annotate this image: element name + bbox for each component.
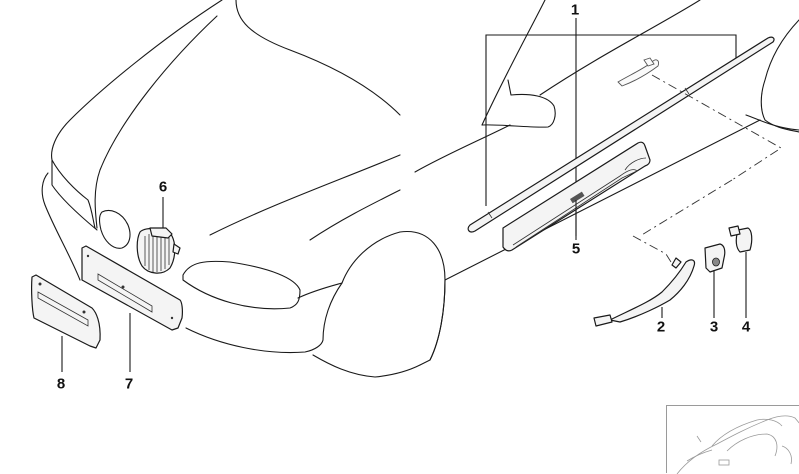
front-left-fender [41, 172, 81, 281]
plate-holder-part-8 [31, 274, 101, 349]
callout-1[interactable]: 1 [570, 1, 580, 19]
callout-6[interactable]: 6 [158, 178, 168, 196]
callout-8[interactable]: 8 [56, 375, 66, 393]
side-mirror [481, 79, 556, 128]
kidney-grille-part-6 [136, 227, 181, 274]
car-overview-icon [676, 415, 799, 474]
bracket-part-1 [485, 34, 737, 206]
door-handle-part-2 [593, 257, 696, 327]
front-bumper-right-edge [322, 282, 343, 341]
end-cap-part-4 [728, 225, 753, 253]
front-bumper-top [297, 282, 343, 299]
door-handle-ghost [617, 59, 659, 87]
callout-2[interactable]: 2 [656, 318, 666, 336]
callout-3[interactable]: 3 [709, 318, 719, 336]
hood-crease [94, 15, 218, 229]
callout-5[interactable]: 5 [571, 240, 581, 258]
left-kidney-outline [99, 209, 131, 249]
hood-front-lower [309, 189, 401, 241]
body-side-line [414, 124, 511, 173]
hood-outline [51, 0, 223, 161]
door-handle-ghost-tab [643, 57, 655, 67]
rocker-line [419, 119, 761, 366]
a-pillar [481, 0, 546, 126]
wheel-arch [399, 231, 446, 361]
overview-thumbnail[interactable] [666, 405, 799, 474]
assembly-line-handle-2 [632, 235, 672, 263]
side-molding-part-1 [467, 36, 775, 233]
lock-cap-part-3 [704, 243, 726, 273]
assembly-line-handle [651, 74, 782, 181]
front-bumper-lower [185, 327, 324, 354]
callout-4[interactable]: 4 [741, 318, 751, 336]
hood-top-edge [235, 0, 401, 116]
callout-7[interactable]: 7 [124, 375, 134, 393]
fender-arc [341, 231, 401, 284]
hood-front-edge [209, 154, 401, 236]
rear-door-edge [745, 114, 799, 131]
plate-base-part-7 [81, 245, 183, 331]
assembly-line-handle-3 [639, 179, 733, 237]
fender-lower-line [312, 354, 421, 378]
left-headlight [51, 159, 98, 231]
sill-strip-part-5 [502, 141, 651, 252]
rear-fender [760, 19, 799, 133]
window-line [539, 0, 701, 96]
right-headlight [182, 260, 301, 310]
